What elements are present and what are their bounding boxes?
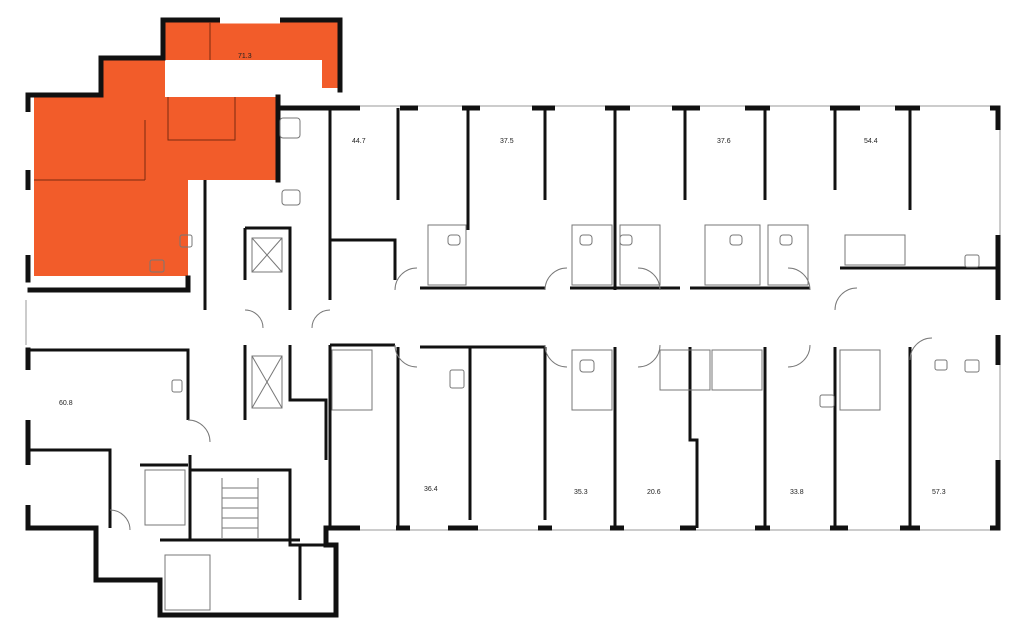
unit-area-57-3: 57.3 [932, 489, 946, 496]
unit-area-36-4: 36.4 [424, 486, 438, 493]
unit-area-33-8: 33.8 [790, 489, 804, 496]
unit-area-54-4: 54.4 [864, 138, 878, 145]
window-glass [25, 105, 1001, 531]
unit-area-44-7: 44.7 [352, 138, 366, 145]
area-labels: 71.3 44.7 37.5 37.6 54.4 60.8 36.4 35.3 … [59, 53, 946, 496]
unit-area-37-6: 37.6 [717, 138, 731, 145]
interior-walls [30, 22, 998, 600]
windows [24, 16, 1002, 532]
fixtures [109, 117, 980, 611]
unit-area-20-6: 20.6 [647, 489, 661, 496]
unit-area-37-5: 37.5 [500, 138, 514, 145]
unit-area-60-8: 60.8 [59, 400, 73, 407]
unit-area-71-3: 71.3 [238, 53, 252, 60]
highlighted-apartment[interactable] [34, 22, 338, 276]
apartment-fill [34, 22, 338, 276]
unit-area-35-3: 35.3 [574, 489, 588, 496]
